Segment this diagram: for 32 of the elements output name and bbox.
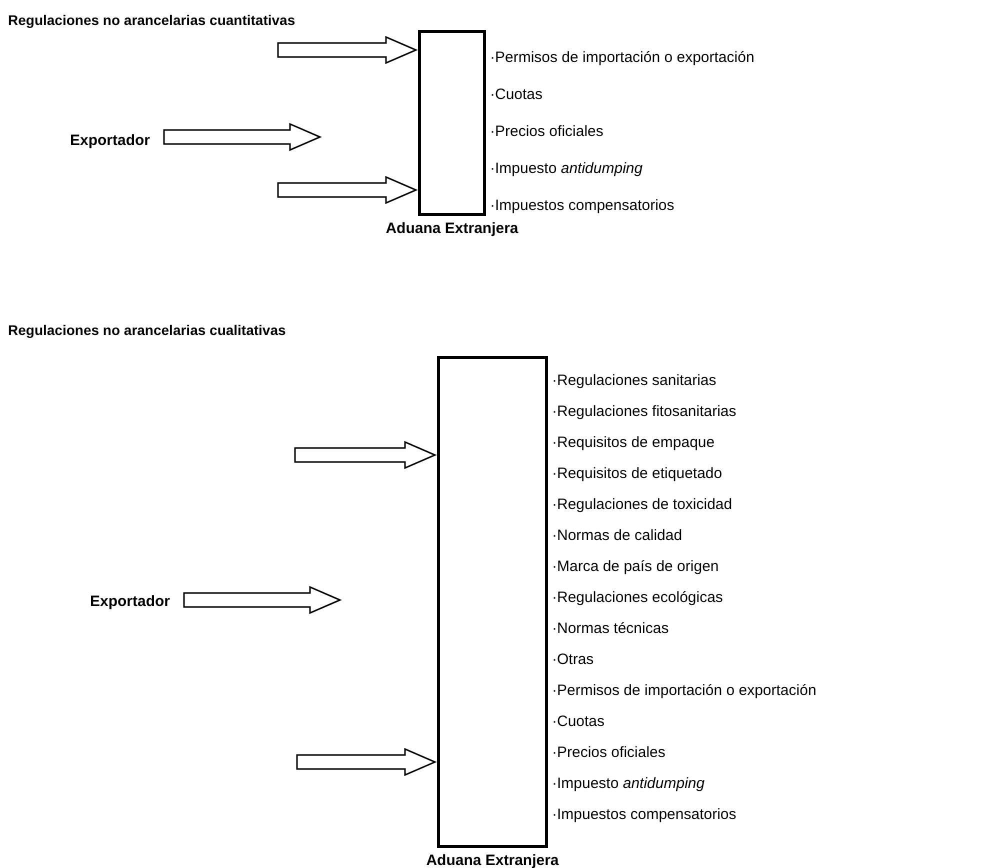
list-item: ·Normas técnicas (552, 619, 670, 639)
list-item: ·Permisos de importación o exportación (490, 48, 754, 68)
list-item: ·Marca de país de origen (552, 557, 720, 577)
list-item: ·Regulaciones ecológicas (552, 588, 724, 608)
list-item: ·Permisos de importación o exportación (552, 681, 816, 701)
list-item: ·Otras (552, 650, 595, 670)
section-heading: Regulaciones no arancelarias cuantitativas (8, 11, 296, 30)
list-item: ·Cuotas (490, 85, 544, 105)
block-arrow (296, 748, 437, 776)
box-caption: Aduana Extranjera (386, 219, 518, 239)
list-item: ·Impuesto antidumping (490, 159, 644, 179)
block-arrow (183, 586, 342, 614)
box-caption: Aduana Extranjera (426, 851, 559, 868)
actor-label: Exportador (90, 591, 170, 614)
list-item: ·Requisitos de empaque (552, 433, 716, 453)
list-item: ·Impuestos compensatorios (552, 805, 738, 825)
list-item: ·Regulaciones sanitarias (552, 371, 718, 391)
list-item: ·Requisitos de etiquetado (552, 464, 724, 484)
list-item: ·Regulaciones fitosanitarias (552, 402, 738, 422)
block-arrow (277, 36, 418, 64)
list-item: ·Precios oficiales (552, 743, 666, 763)
block-arrow (163, 122, 322, 152)
list-item: ·Regulaciones de toxicidad (552, 495, 734, 515)
list-item: ·Precios oficiales (490, 122, 604, 142)
list-item: ·Impuesto antidumping (552, 774, 706, 794)
section-heading: Regulaciones no arancelarias cualitativas (8, 321, 286, 340)
block-arrow (277, 176, 418, 204)
list-item: ·Normas de calidad (552, 526, 684, 546)
list-item: ·Cuotas (552, 712, 606, 732)
actor-label: Exportador (70, 130, 150, 152)
list-item: ·Impuestos compensatorios (490, 196, 676, 216)
block-arrow (294, 440, 437, 470)
